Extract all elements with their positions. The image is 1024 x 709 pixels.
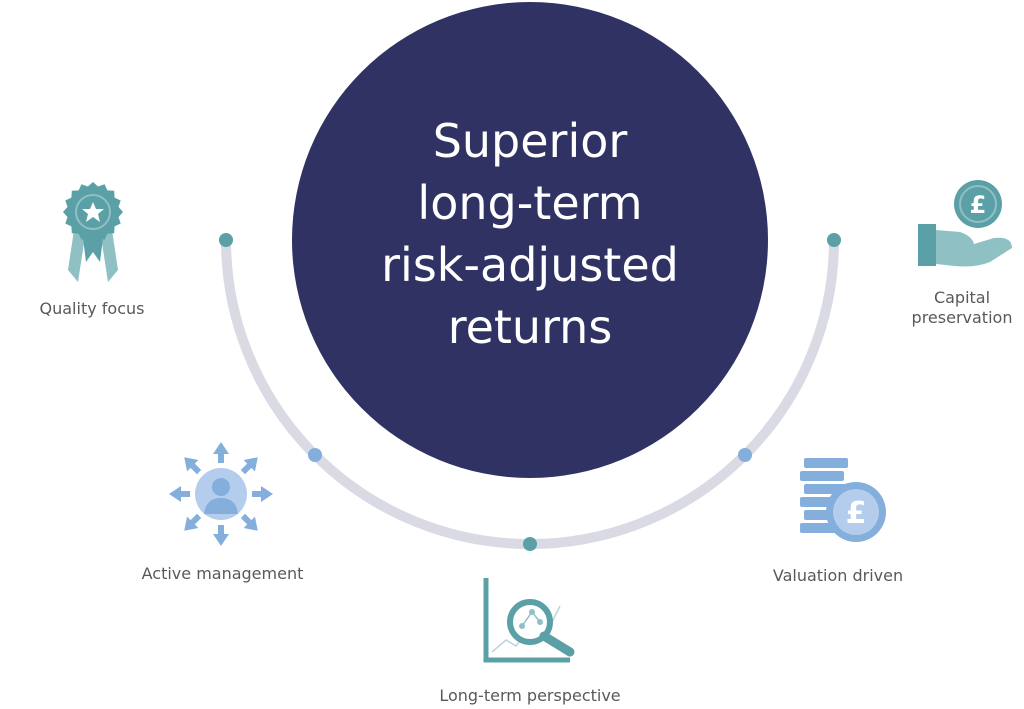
radiating-arrow — [240, 457, 258, 475]
hand-holding-pound-coin-icon: £ — [918, 180, 1012, 267]
radiating-arrow — [169, 486, 190, 502]
arc-node-valuation — [738, 448, 752, 462]
radiating-arrow — [240, 513, 258, 531]
pillar-label-valuation: Valuation driven — [772, 566, 904, 585]
person-with-arrows-icon — [169, 442, 273, 546]
arc-node-quality — [219, 233, 233, 247]
pillar-label-capital: Capital preservation — [911, 288, 1013, 327]
radiating-arrow — [184, 513, 202, 531]
magnifying-glass-chart-icon — [483, 578, 575, 663]
pound-coin-stack-icon: £ — [800, 458, 886, 542]
pillar-label-quality: Quality focus — [39, 299, 145, 318]
arc-node-longterm — [523, 537, 537, 551]
pillar-label-longterm: Long-term perspective — [439, 686, 621, 705]
pillar-label-active: Active management — [141, 564, 304, 583]
center-title: Superior long-term risk-adjusted returns — [381, 114, 679, 354]
radiating-arrow — [252, 486, 273, 502]
svg-text:£: £ — [846, 496, 867, 531]
radiating-arrow — [213, 442, 229, 463]
arc-node-active — [308, 448, 322, 462]
radiating-arrow — [184, 457, 202, 475]
arc-node-capital — [827, 233, 841, 247]
svg-text:£: £ — [970, 191, 987, 219]
center-circle — [292, 2, 768, 478]
radiating-arrow — [213, 525, 229, 546]
award-rosette-icon — [63, 182, 123, 282]
